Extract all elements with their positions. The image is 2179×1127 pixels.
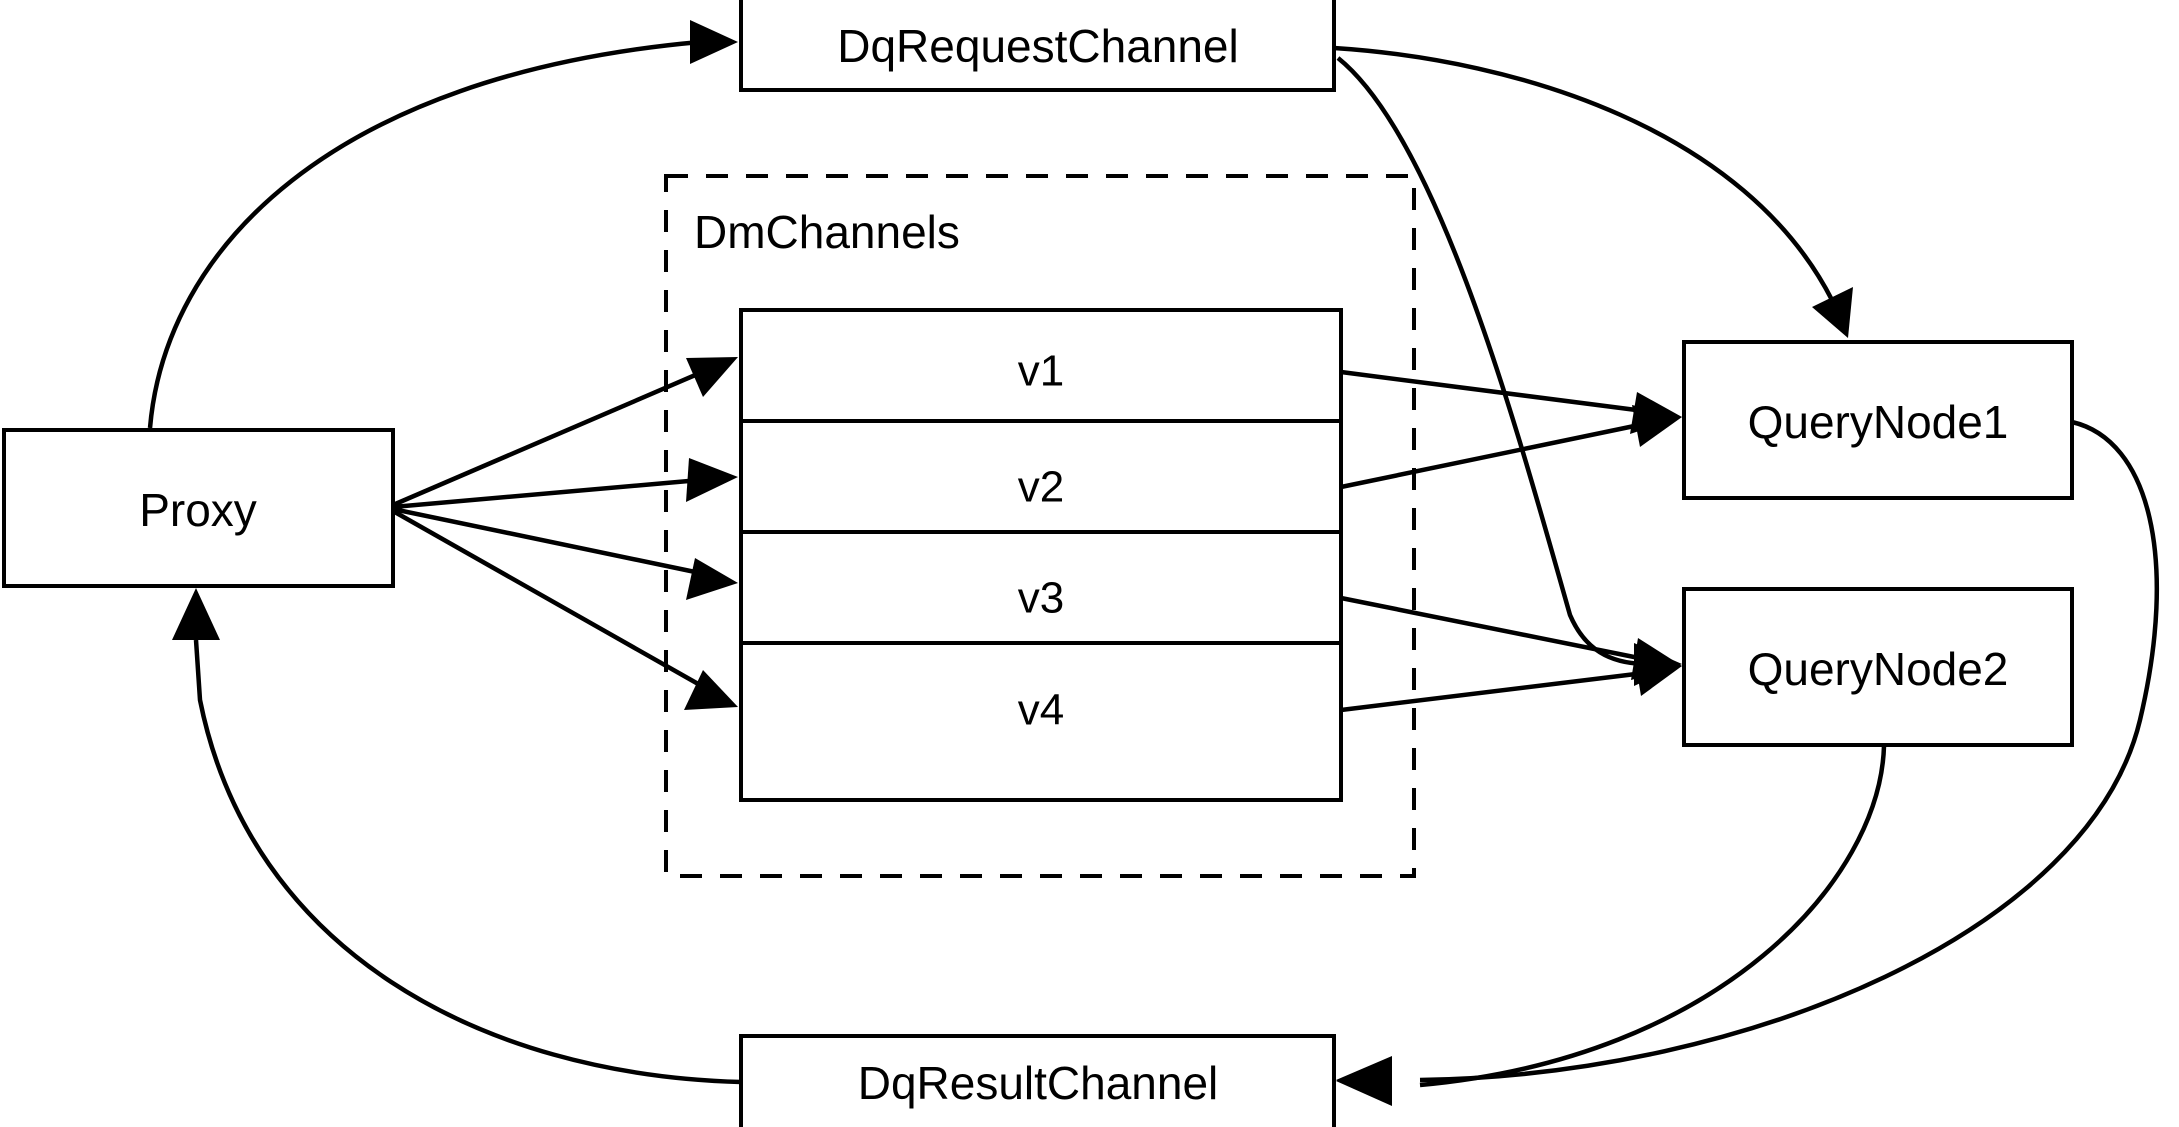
arrowhead-dq-request-channel-in bbox=[690, 20, 738, 64]
arrowhead-query-node-1-left-in-b bbox=[1632, 405, 1682, 447]
arrowhead-proxy-bottom-in bbox=[172, 588, 220, 640]
arrowhead-query-node-2-left-in-c bbox=[1634, 654, 1682, 696]
node-query-node-2[interactable]: QueryNode2 bbox=[1682, 587, 2074, 747]
dm-channel-label-v4: v4 bbox=[1018, 686, 1064, 735]
node-proxy[interactable]: Proxy bbox=[2, 428, 395, 588]
proxy-box[interactable] bbox=[2, 428, 395, 588]
dm-channels-table-border bbox=[739, 308, 1343, 802]
dm-channel-label-v2: v2 bbox=[1018, 463, 1064, 512]
dq-result-channel-label: DqResultChannel bbox=[858, 1057, 1219, 1109]
node-query-node-1[interactable]: QueryNode1 bbox=[1682, 340, 2074, 500]
dm-channels-group-border bbox=[664, 174, 1416, 878]
edge-query-node-2-to-dq-result-channel bbox=[1336, 745, 1887, 1106]
arrowhead-v1-in bbox=[686, 357, 738, 397]
dq-request-channel-box[interactable] bbox=[739, 0, 1336, 92]
edge-query-node-1-to-dq-result-channel bbox=[1336, 419, 2160, 1104]
edge-v2-to-query-node-1 bbox=[1340, 405, 1682, 490]
dm-channel-label-v3: v3 bbox=[1018, 574, 1064, 623]
arrowhead-v2-in bbox=[686, 458, 738, 502]
arrowhead-v4-in bbox=[684, 670, 738, 710]
edge-v4-to-query-node-2 bbox=[1340, 654, 1682, 713]
dm-channel-label-v1: v1 bbox=[1018, 347, 1064, 396]
query-node-2-box[interactable] bbox=[1682, 587, 2074, 747]
edge-proxy-to-v2 bbox=[392, 458, 738, 510]
edge-dq-result-channel-to-proxy bbox=[172, 588, 742, 1085]
query-node-2-label: QueryNode2 bbox=[1748, 643, 2009, 695]
edge-proxy-to-dq-request-channel bbox=[147, 20, 738, 429]
edge-dq-request-channel-to-query-node-2 bbox=[1336, 56, 1682, 686]
edge-proxy-to-v1 bbox=[392, 357, 738, 508]
dm-channels-group-label: DmChannels bbox=[694, 206, 960, 258]
dq-request-channel-label: DqRequestChannel bbox=[837, 20, 1239, 72]
dq-result-channel-box[interactable] bbox=[739, 1034, 1336, 1127]
edge-dq-request-channel-to-query-node-1 bbox=[1333, 45, 1853, 338]
dm-channels-table: v1 v2 v3 v4 bbox=[739, 308, 1343, 802]
edge-proxy-to-v4 bbox=[391, 509, 738, 710]
query-node-1-label: QueryNode1 bbox=[1748, 396, 2009, 448]
arrowhead-dq-result-channel-in-b bbox=[1336, 1058, 1392, 1106]
proxy-label: Proxy bbox=[139, 484, 257, 536]
arrowhead-v3-in bbox=[686, 558, 738, 600]
edge-proxy-to-v3 bbox=[392, 506, 738, 600]
node-dq-result-channel[interactable]: DqResultChannel bbox=[739, 1034, 1336, 1127]
query-node-1-box[interactable] bbox=[1682, 340, 2074, 500]
dm-channels-group: DmChannels bbox=[664, 174, 1416, 878]
node-dq-request-channel[interactable]: DqRequestChannel bbox=[739, 0, 1336, 92]
arrowhead-query-node-1-top-in bbox=[1812, 287, 1853, 338]
edge-v3-to-query-node-2 bbox=[1340, 595, 1682, 680]
